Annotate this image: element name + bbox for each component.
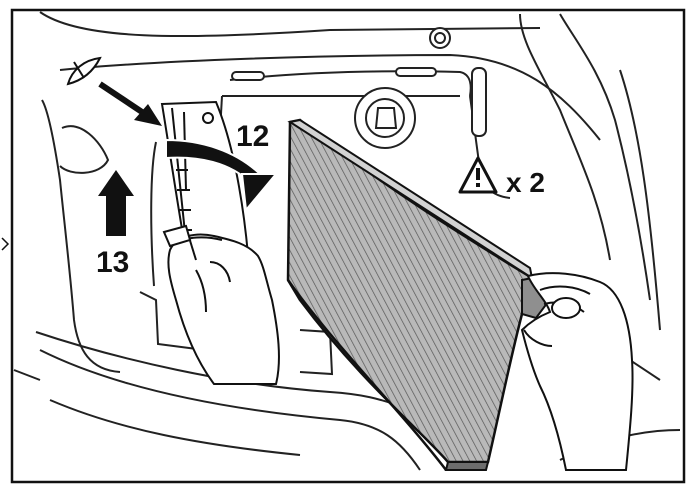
step-label-13: 13 xyxy=(96,246,129,279)
pointer-arrow xyxy=(98,81,162,126)
side-marker xyxy=(1,237,10,251)
cabin-filter xyxy=(286,118,550,471)
lift-arrow xyxy=(98,170,134,236)
housing-clip xyxy=(202,112,214,124)
swing-arrow xyxy=(165,138,279,213)
panel-clips xyxy=(231,67,487,137)
observe-icon xyxy=(66,56,102,86)
warning-triangle-icon xyxy=(458,156,498,194)
left-hand xyxy=(162,224,280,385)
bolt-fastener xyxy=(354,87,416,149)
fastener-top xyxy=(429,27,451,49)
step-label-12: 12 xyxy=(236,120,269,153)
right-hand xyxy=(520,272,634,471)
warning-multiplier: x 2 xyxy=(506,167,545,198)
